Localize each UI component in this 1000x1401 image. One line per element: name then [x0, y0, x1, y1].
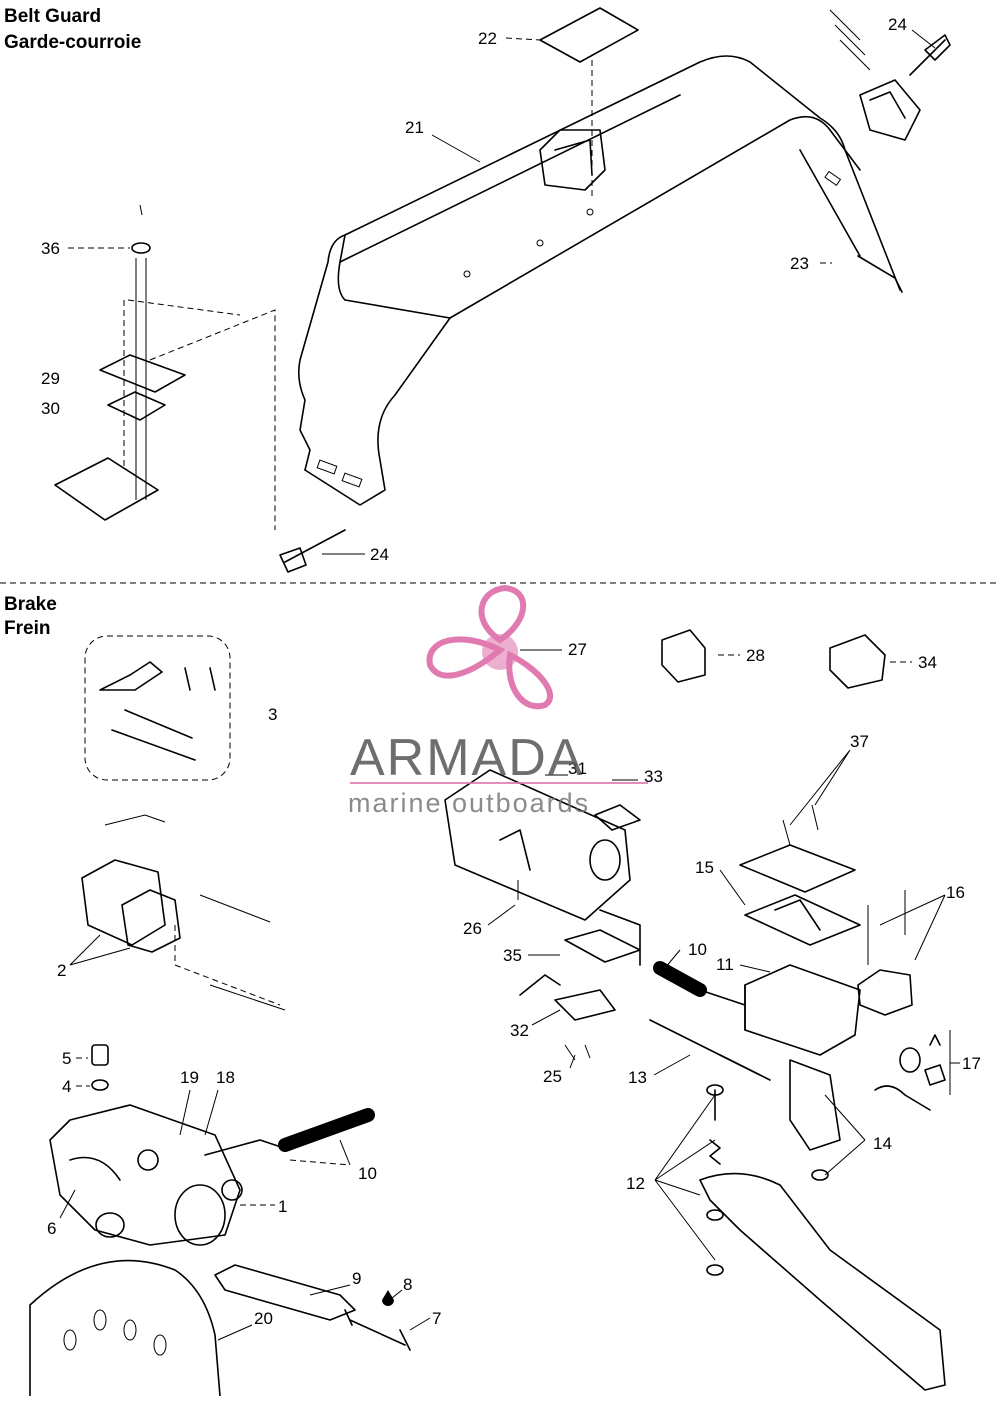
callout-27: 27	[568, 640, 587, 659]
brake-title: Brake	[4, 594, 57, 615]
callout-23: 23	[790, 254, 809, 273]
callout-31: 31	[568, 759, 587, 778]
brake-disc-part-20	[29, 1259, 221, 1397]
callout-9: 9	[352, 1269, 361, 1288]
brake-title-fr: Frein	[4, 618, 50, 639]
callout-24-top: 24	[888, 15, 907, 34]
brake-hose-lower	[204, 1108, 375, 1156]
callout-26: 26	[463, 919, 482, 938]
bracket-part-9-bolt-7	[214, 1264, 411, 1351]
callout-37: 37	[850, 732, 869, 751]
callout-18: 18	[216, 1068, 235, 1087]
leader-lines	[59, 29, 960, 1341]
callout-10-lower: 10	[358, 1164, 377, 1183]
kit-3-box	[84, 635, 231, 781]
callout-33: 33	[644, 767, 663, 786]
watermark-tagline: marine outboards	[348, 788, 590, 818]
seal-part-17	[874, 1030, 951, 1111]
part-24-rivet	[279, 529, 346, 573]
callout-14: 14	[873, 1134, 892, 1153]
callout-34: 34	[918, 653, 937, 672]
callout-36: 36	[41, 239, 60, 258]
callout-labels: 22 24 21 36 23 29 30 24 27 28 34 3 31 33…	[41, 15, 981, 1328]
belt-guard-mount-hardware	[54, 204, 276, 530]
callout-35: 35	[503, 946, 522, 965]
callout-28: 28	[746, 646, 765, 665]
callout-29: 29	[41, 369, 60, 388]
brake-caliper-part-1	[49, 1104, 243, 1246]
callout-20: 20	[254, 1309, 273, 1328]
callout-17: 17	[962, 1054, 981, 1073]
callout-24-bottom: 24	[370, 545, 389, 564]
brake-lever-12-14	[699, 1084, 946, 1391]
callout-7: 7	[432, 1309, 441, 1328]
callout-15: 15	[695, 858, 714, 877]
part-24-bracket	[829, 9, 951, 141]
callout-10-upper: 10	[688, 940, 707, 959]
watermark-logo	[426, 584, 553, 710]
belt-guard-title-fr: Garde-courroie	[4, 32, 141, 53]
callout-19: 19	[180, 1068, 199, 1087]
callout-12: 12	[626, 1174, 645, 1193]
callout-2: 2	[57, 961, 66, 980]
clips-28-34	[661, 629, 886, 689]
watermark: ARMADA marine outboards	[348, 729, 648, 818]
parts-35-32-25-26	[517, 880, 641, 1061]
callout-3: 3	[268, 705, 277, 724]
callout-32: 32	[510, 1021, 529, 1040]
belt-guard-part-21	[298, 55, 903, 506]
callout-4: 4	[62, 1077, 71, 1096]
callout-22: 22	[478, 29, 497, 48]
callout-11: 11	[716, 955, 734, 974]
reservoir-cover-15	[739, 804, 913, 1016]
callout-30: 30	[41, 399, 60, 418]
part-22-pad	[539, 7, 639, 200]
mount-block-31	[444, 769, 641, 921]
callout-6: 6	[47, 1219, 56, 1238]
callout-1: 1	[278, 1197, 287, 1216]
callout-5: 5	[62, 1049, 71, 1068]
watermark-brand: ARMADA	[350, 729, 584, 787]
callout-21: 21	[405, 118, 424, 137]
callout-16: 16	[946, 883, 965, 902]
callout-25: 25	[543, 1067, 562, 1086]
callout-8: 8	[403, 1275, 412, 1294]
belt-guard-title: Belt Guard	[4, 6, 101, 27]
callout-13: 13	[628, 1068, 647, 1087]
parts-5-4	[91, 1044, 109, 1091]
brake-pads-part-2	[81, 814, 286, 1011]
master-cylinder-11	[649, 961, 861, 1151]
